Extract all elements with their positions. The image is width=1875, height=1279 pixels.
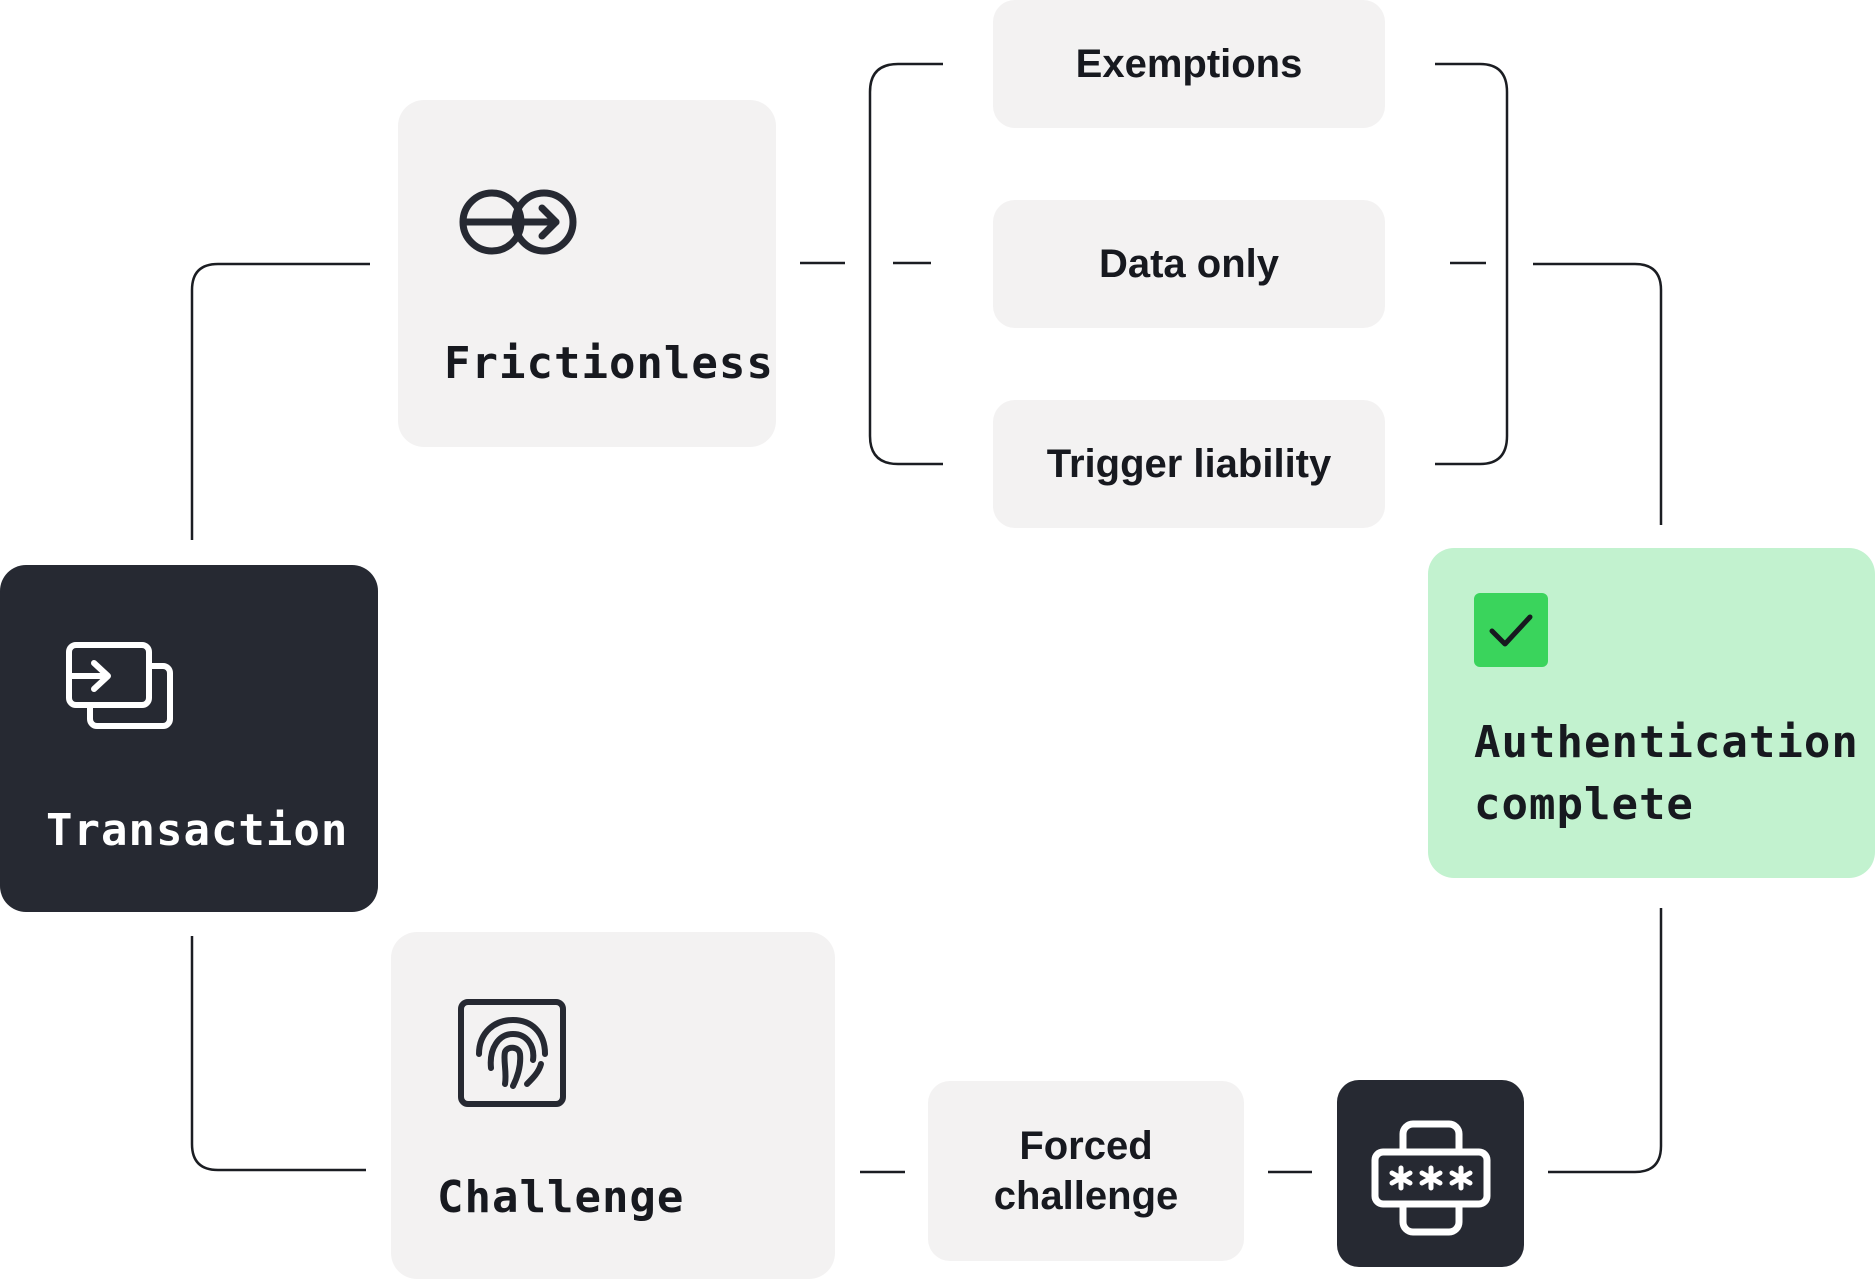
frictionless-label: Frictionless [444, 338, 774, 389]
transaction-label: Transaction [46, 805, 349, 856]
card-transfer-icon [66, 642, 173, 729]
trigger-liability-pill: Trigger liability [993, 400, 1385, 528]
fingerprint-icon [458, 999, 566, 1107]
right-bracket [1435, 62, 1509, 466]
auth-complete-line1: Authentication [1474, 717, 1859, 768]
auth-complete-line2: complete [1474, 779, 1694, 830]
circles-arrow-icon [459, 189, 577, 255]
password-node [1337, 1080, 1524, 1267]
connector-transaction-frictionless [190, 262, 370, 540]
connector-password-auth [1548, 908, 1663, 1174]
forced-challenge-line2: challenge [993, 1174, 1179, 1218]
forced-challenge-pill: Forced challenge [928, 1081, 1244, 1261]
password-device-icon [1371, 1120, 1491, 1236]
auth-complete-node: Authentication complete [1428, 548, 1875, 878]
auth-complete-label: Authentication complete [1474, 712, 1859, 836]
transaction-node: Transaction [0, 565, 378, 912]
exemptions-pill: Exemptions [993, 0, 1385, 128]
connector-bracket-auth [1533, 262, 1663, 525]
connector-transaction-challenge [190, 936, 366, 1172]
challenge-node: Challenge [391, 932, 835, 1279]
left-bracket [868, 62, 943, 466]
challenge-label: Challenge [437, 1172, 685, 1223]
frictionless-node: Frictionless [398, 100, 776, 447]
forced-challenge-line1: Forced [1019, 1124, 1153, 1168]
data-only-pill: Data only [993, 200, 1385, 328]
check-icon [1474, 593, 1548, 667]
